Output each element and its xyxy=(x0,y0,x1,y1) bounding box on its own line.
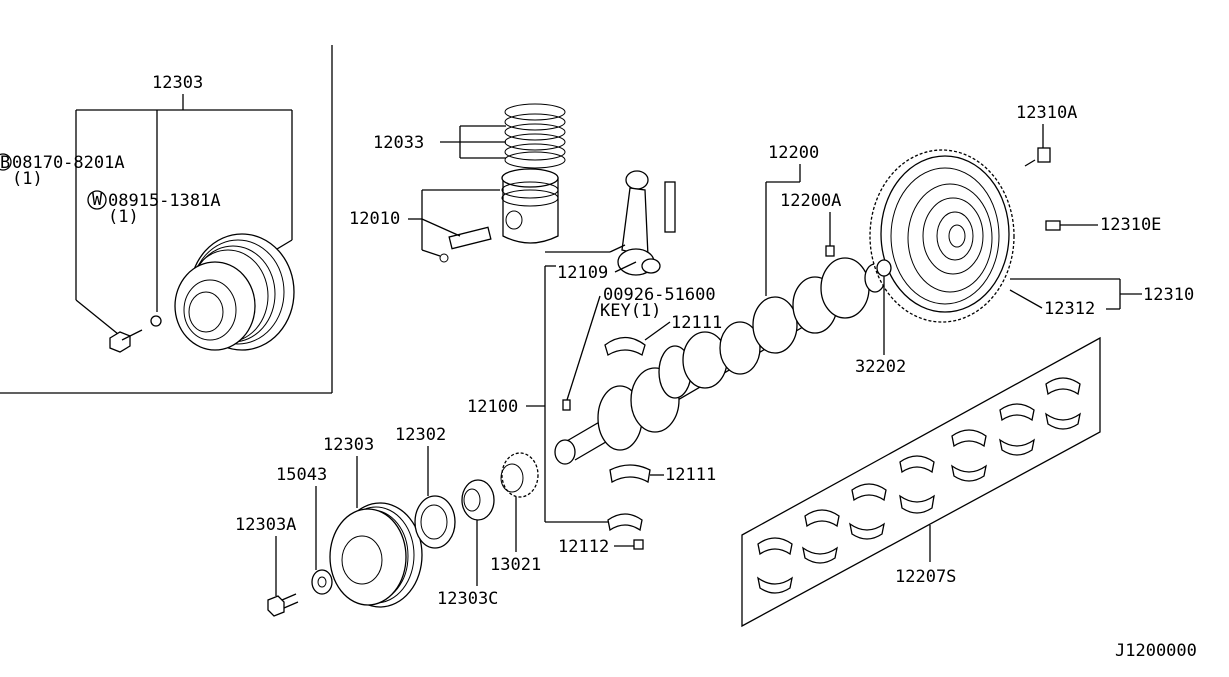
sprocket-drawing xyxy=(500,452,539,498)
label-ring-gear: 12312 xyxy=(1044,299,1095,319)
inset-bolt-symbol: B xyxy=(0,153,10,173)
flywheel-drawing xyxy=(869,149,1015,323)
inset-bolt-label: 08170-8201A xyxy=(12,153,125,173)
inset-part-label: 12303 xyxy=(152,73,203,93)
label-bearing-lower: 12111 xyxy=(665,465,716,485)
pilot-bushing-drawing xyxy=(876,259,892,277)
pulley-drawing xyxy=(329,502,423,608)
label-conrod-bolt: 12109 xyxy=(557,263,608,283)
label-dowel: 12310E xyxy=(1100,215,1161,235)
label-washer: 15043 xyxy=(276,465,327,485)
label-flywheel-bolt: 12310A xyxy=(1016,103,1077,123)
piston-drawing xyxy=(439,168,559,263)
label-pilot-bushing: 32202 xyxy=(855,357,906,377)
conrod-bearing-lower xyxy=(609,464,651,484)
inset-washer-qty: (1) xyxy=(108,207,139,227)
diagram-id: J1200000 xyxy=(1115,641,1197,661)
conrod-cap xyxy=(607,513,643,532)
inset-pulley-drawing xyxy=(174,233,295,351)
conrod-nut-drawing xyxy=(633,539,644,550)
pulley-bolt-drawing xyxy=(267,593,299,617)
label-piston: 12010 xyxy=(349,209,400,229)
inset-bolt-qty: (1) xyxy=(12,169,43,189)
label-bearing-upper: 12111 xyxy=(671,313,722,333)
label-crankshaft: 12200 xyxy=(768,143,819,163)
label-spacer: 12303C xyxy=(437,589,498,609)
label-flywheel: 12310 xyxy=(1143,285,1194,305)
label-conrod-nut: 12112 xyxy=(558,537,609,557)
label-crankshaft-a: 12200A xyxy=(780,191,841,211)
connecting-rod-drawing xyxy=(617,170,676,276)
inset-washer-drawing xyxy=(150,315,162,327)
inset-washer-symbol: W xyxy=(92,190,103,210)
main-bearing-panel xyxy=(741,336,1101,628)
label-pulley-bolt: 12303A xyxy=(235,515,296,535)
label-pulley: 12303 xyxy=(323,435,374,455)
label-seal: 12302 xyxy=(395,425,446,445)
inset-bolt-drawing xyxy=(109,329,143,353)
label-main-bearing-set: 12207S xyxy=(895,567,956,587)
dowel-drawing xyxy=(1045,220,1061,231)
label-key-desc: KEY(1) xyxy=(600,301,661,321)
seal-drawing xyxy=(414,495,456,549)
washer-drawing xyxy=(311,569,333,595)
conrod-bearing-upper xyxy=(604,336,646,356)
inset-panel: 12303 B 08170-8201A (1) W 08915-1381A (1… xyxy=(0,45,333,394)
label-key-part: 00926-51600 xyxy=(603,285,716,305)
label-crankshaft-asm: 12100 xyxy=(467,397,518,417)
label-sprocket: 13021 xyxy=(490,555,541,575)
label-piston-rings: 12033 xyxy=(373,133,424,153)
spacer-drawing xyxy=(461,479,495,521)
piston-rings-drawing xyxy=(504,103,566,169)
inset-washer-label: 08915-1381A xyxy=(108,191,221,211)
crankshaft-drawing xyxy=(554,257,890,465)
flywheel-bolt-drawing xyxy=(1037,147,1051,163)
